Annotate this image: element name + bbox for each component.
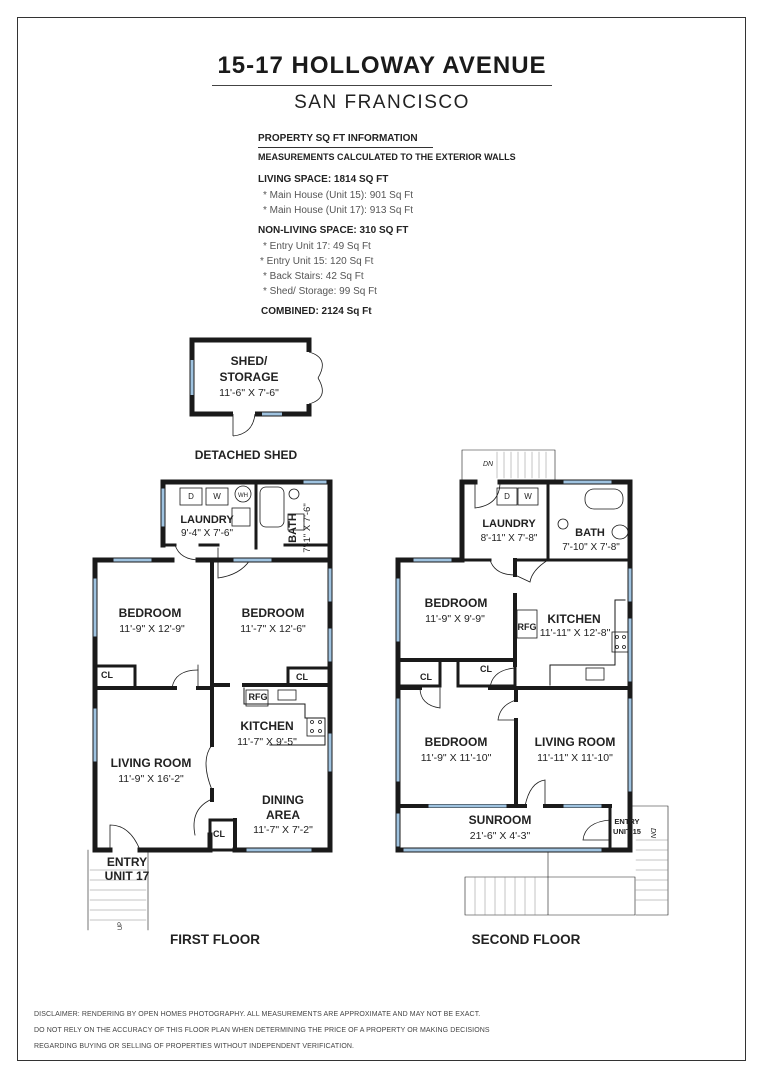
- room-bedroom-bottom: BEDROOM: [425, 735, 488, 749]
- sqft-info-heading: PROPERTY SQ FT INFORMATION: [258, 133, 418, 144]
- stairs-up-label: UP: [118, 922, 124, 930]
- room-living: LIVING ROOM: [535, 735, 616, 749]
- disclaimer-line: REGARDING BUYING OR SELLING OF PROPERTIE…: [34, 1043, 355, 1050]
- entry-unit-17-label: UNIT 17: [105, 869, 150, 883]
- room-bedroom-right-dims: 11'-7" X 12'-6": [240, 623, 306, 635]
- room-bath: BATH: [575, 527, 605, 539]
- room-bedroom-left-dims: 11'-9" X 12'-9": [119, 623, 185, 635]
- room-bedroom-bottom-dims: 11'-9" X 11'-10": [421, 752, 492, 764]
- washer-label: W: [213, 492, 221, 501]
- living-space-heading: LIVING SPACE: 1814 SQ FT: [258, 174, 389, 185]
- entry-unit-15-label: UNIT 15: [613, 827, 641, 836]
- room-bedroom-top: BEDROOM: [425, 596, 488, 610]
- dryer-label: D: [188, 492, 194, 501]
- living-item: * Main House (Unit 15): 901 Sq Ft: [263, 190, 414, 201]
- room-living-dims: 11'-11" X 11'-10": [537, 752, 613, 764]
- room-bedroom-top-dims: 11'-9" X 9'-9": [425, 613, 485, 625]
- combined-total: COMBINED: 2124 Sq Ft: [261, 306, 372, 317]
- disclaimer-line: DISCLAIMER: RENDERING BY OPEN HOMES PHOT…: [34, 1011, 481, 1018]
- room-dining: DINING: [262, 793, 304, 807]
- first-floor-plan: [87, 479, 333, 931]
- non-living-space-heading: NON-LIVING SPACE: 310 SQ FT: [258, 225, 409, 236]
- room-laundry: LAUNDRY: [180, 514, 234, 526]
- room-laundry-dims: 9'-4" X 7'-6": [181, 528, 234, 539]
- room-kitchen: KITCHEN: [547, 612, 600, 626]
- measurement-note: MEASUREMENTS CALCULATED TO THE EXTERIOR …: [258, 152, 516, 162]
- closet-label: CL: [296, 672, 308, 682]
- room-bath-dims: 7'-10" X 7'-8": [562, 542, 620, 553]
- stairs-down-label: DN: [483, 461, 494, 468]
- page-border: [17, 17, 746, 1061]
- room-living: LIVING ROOM: [111, 756, 192, 770]
- shed-dims: 11'-6" X 7'-6": [219, 387, 279, 399]
- detached-shed: [189, 337, 323, 437]
- property-title: 15-17 HOLLOWAY AVENUE: [217, 52, 547, 79]
- shed-door: [232, 413, 256, 437]
- stairs-down-label: DN: [649, 828, 656, 839]
- non-living-item: * Shed/ Storage: 99 Sq Ft: [263, 286, 377, 297]
- room-bath: BATH: [287, 513, 299, 543]
- room-dining: AREA: [266, 808, 300, 822]
- shed-label: SHED/: [231, 354, 268, 368]
- second-floor-plan: [395, 449, 669, 916]
- entry-unit-17-label: ENTRY: [107, 855, 147, 869]
- closet-label: CL: [213, 829, 225, 839]
- room-bath-dims: 7'-1" X 7'-6": [302, 503, 313, 552]
- room-living-dims: 11'-9" X 16'-2": [118, 773, 184, 785]
- non-living-item: * Back Stairs: 42 Sq Ft: [263, 271, 364, 282]
- second-floor-caption: SECOND FLOOR: [472, 932, 581, 947]
- closet-label: CL: [101, 670, 113, 680]
- room-laundry: LAUNDRY: [482, 518, 536, 530]
- washer-label: W: [524, 492, 532, 501]
- room-dining-dims: 11'-7" X 7'-2": [253, 824, 313, 836]
- room-bedroom-left: BEDROOM: [119, 606, 182, 620]
- room-sunroom: SUNROOM: [469, 813, 532, 827]
- closet-label: CL: [480, 664, 492, 674]
- entry-unit-15-label: ENTRY: [614, 817, 639, 826]
- detached-shed-caption: DETACHED SHED: [195, 448, 298, 462]
- room-kitchen-dims: 11'-11" X 12'-8": [540, 627, 611, 639]
- refrigerator-label: RFG: [518, 622, 537, 632]
- disclaimer-line: DO NOT RELY ON THE ACCURACY OF THIS FLOO…: [34, 1027, 490, 1034]
- dryer-label: D: [504, 492, 510, 501]
- water-heater-label: WH: [238, 493, 248, 499]
- refrigerator-label: RFG: [249, 692, 268, 702]
- room-laundry-dims: 8'-11" X 7'-8": [481, 533, 538, 544]
- room-bedroom-right: BEDROOM: [242, 606, 305, 620]
- room-kitchen-dims: 11'-7" X 9'-5": [237, 736, 297, 748]
- non-living-item: * Entry Unit 15: 120 Sq Ft: [260, 256, 374, 267]
- non-living-item: * Entry Unit 17: 49 Sq Ft: [263, 241, 371, 252]
- room-kitchen: KITCHEN: [240, 719, 293, 733]
- living-item: * Main House (Unit 17): 913 Sq Ft: [263, 205, 414, 216]
- property-city: SAN FRANCISCO: [294, 92, 470, 113]
- closet-label: CL: [420, 672, 432, 682]
- first-floor-caption: FIRST FLOOR: [170, 932, 260, 947]
- room-sunroom-dims: 21'-6" X 4'-3": [470, 830, 531, 842]
- shed-double-door: [308, 351, 323, 405]
- shed-label: STORAGE: [219, 370, 278, 384]
- sqft-heading-underline: [258, 147, 433, 148]
- title-underline: [212, 85, 552, 86]
